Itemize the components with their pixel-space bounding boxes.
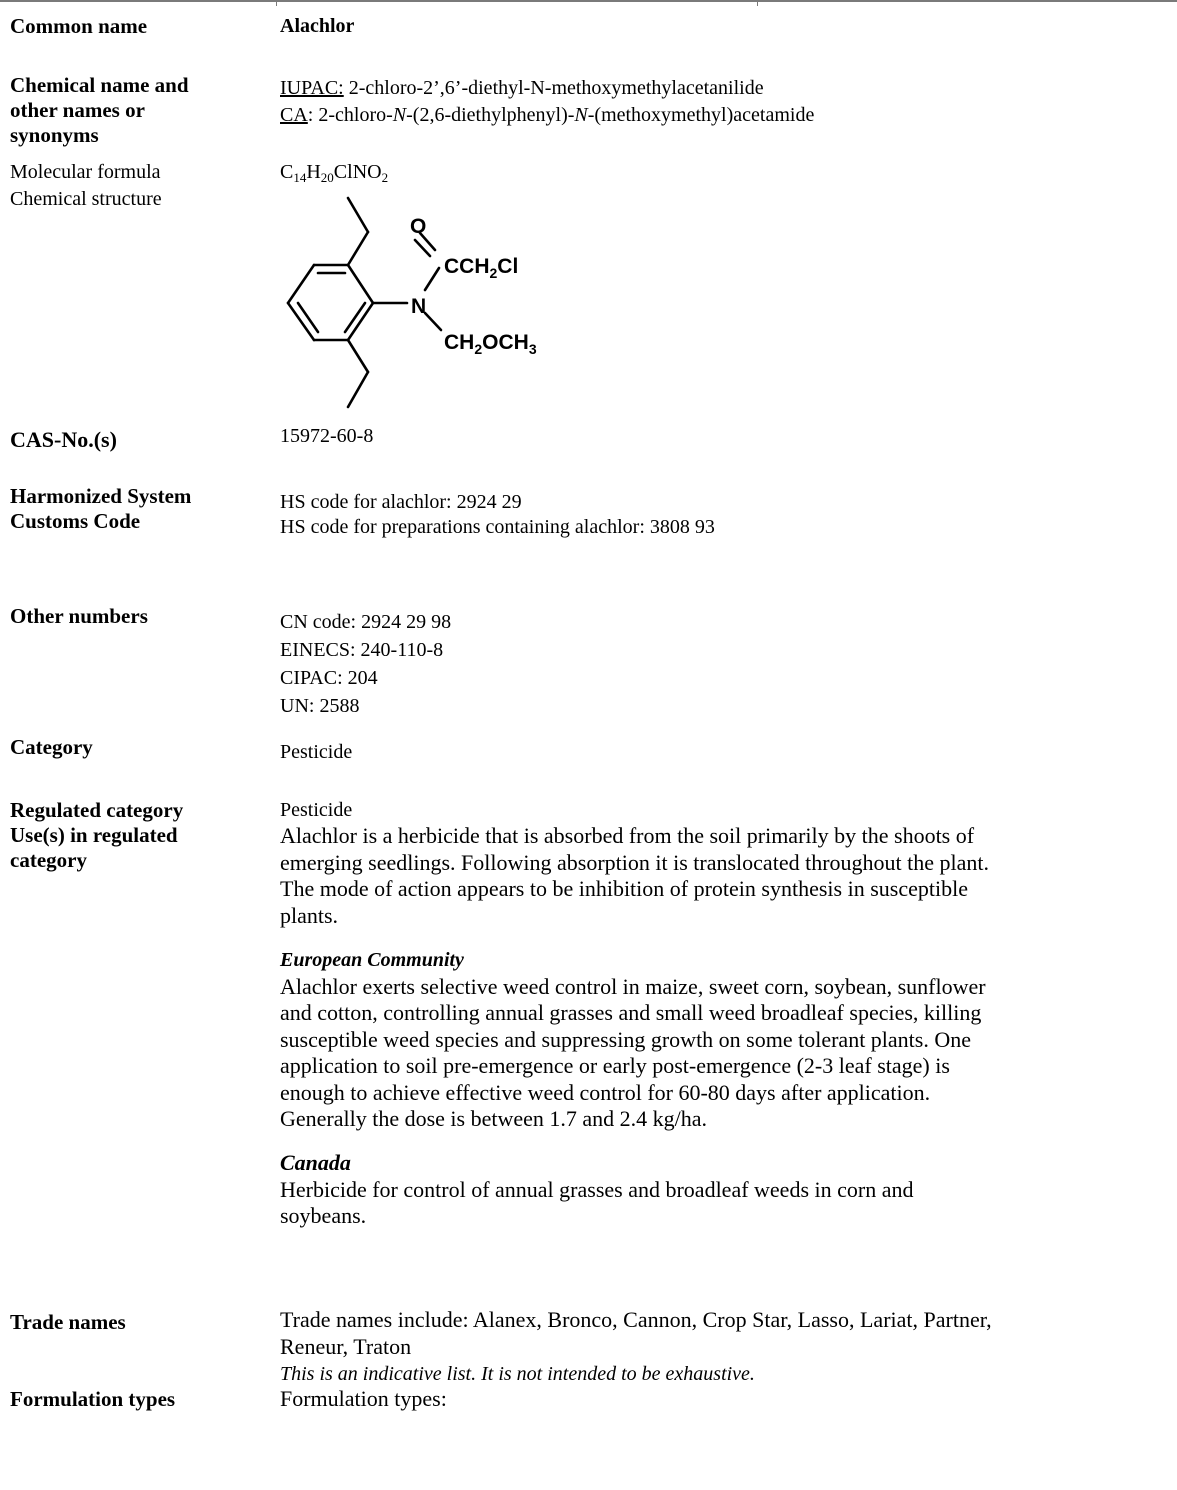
carbonyl-group: CCH2Cl	[444, 255, 518, 281]
other-numbers-list: CN code: 2924 29 98 EINECS: 240-110-8 CI…	[280, 608, 451, 720]
common-name-value: Alachlor	[280, 15, 355, 37]
structure-diagram: O N CCH2Cl CH2OCH3	[286, 196, 537, 409]
category-label: Category	[10, 735, 93, 759]
category-value: Pesticide	[280, 741, 353, 763]
number-line: CIPAC: 204	[280, 667, 378, 689]
canada-heading: Canada	[280, 1150, 351, 1175]
iupac-label: IUPAC:	[280, 77, 344, 99]
top-border	[0, 0, 1177, 6]
trade-names-note: This is an indicative list. It is not in…	[280, 1363, 755, 1385]
hs-label: Harmonized System Customs Code	[10, 484, 192, 533]
molecular-formula-label: Molecular formula	[10, 161, 161, 183]
ether-group: CH2OCH3	[444, 331, 537, 357]
ca-name: CA: 2-chloro-N-(2,6-diethylphenyl)-N-(me…	[280, 104, 815, 126]
trade-names-list: Trade names include: Alanex, Bronco, Can…	[280, 1307, 992, 1359]
number-line: EINECS: 240-110-8	[280, 639, 444, 661]
chemical-name-label: Chemical name and other names or synonym…	[10, 73, 189, 147]
molecular-formula-value: C14H20ClNO2	[280, 161, 389, 185]
common-name-label: Common name	[10, 14, 148, 38]
ethyl-chains	[346, 196, 370, 409]
canada-section: Canada Herbicide for control of annual g…	[280, 1150, 1175, 1230]
formulation-types-label: Formulation types	[10, 1387, 176, 1411]
cas-value: 15972-60-8	[280, 425, 374, 447]
ca-label: CA	[280, 104, 308, 126]
use-description: Alachlor is a herbicide that is absorbed…	[280, 823, 989, 928]
other-numbers-label: Other numbers	[10, 604, 148, 628]
number-line: CN code: 2924 29 98	[280, 611, 452, 633]
nitrogen-atom: N	[411, 295, 426, 318]
regulated-category-label: Regulated category Use(s) in regulated c…	[10, 798, 184, 872]
ec-section: European Community Alachlor exerts selec…	[280, 947, 1175, 1133]
trade-names-label: Trade names	[10, 1310, 126, 1334]
chemical-structure-label: Chemical structure	[10, 188, 162, 210]
number-line: UN: 2588	[280, 695, 360, 717]
hs-codes: HS code for alachlor: 2924 29 HS code fo…	[280, 490, 715, 540]
oxygen-atom: O	[410, 215, 426, 238]
amide-bonds	[371, 231, 443, 332]
regulated-category-value: Pesticide	[280, 799, 353, 821]
hs-code-line: HS code for preparations containing alac…	[280, 516, 715, 538]
cas-label: CAS-No.(s)	[10, 427, 117, 452]
ec-heading: European Community	[280, 949, 464, 971]
iupac-name: IUPAC: 2-chloro-2’,6’-diethyl-N-methoxym…	[280, 77, 764, 99]
hs-code-line: HS code for alachlor: 2924 29	[280, 491, 522, 513]
benzene-ring	[286, 263, 375, 342]
formulation-types-value: Formulation types:	[280, 1386, 447, 1411]
